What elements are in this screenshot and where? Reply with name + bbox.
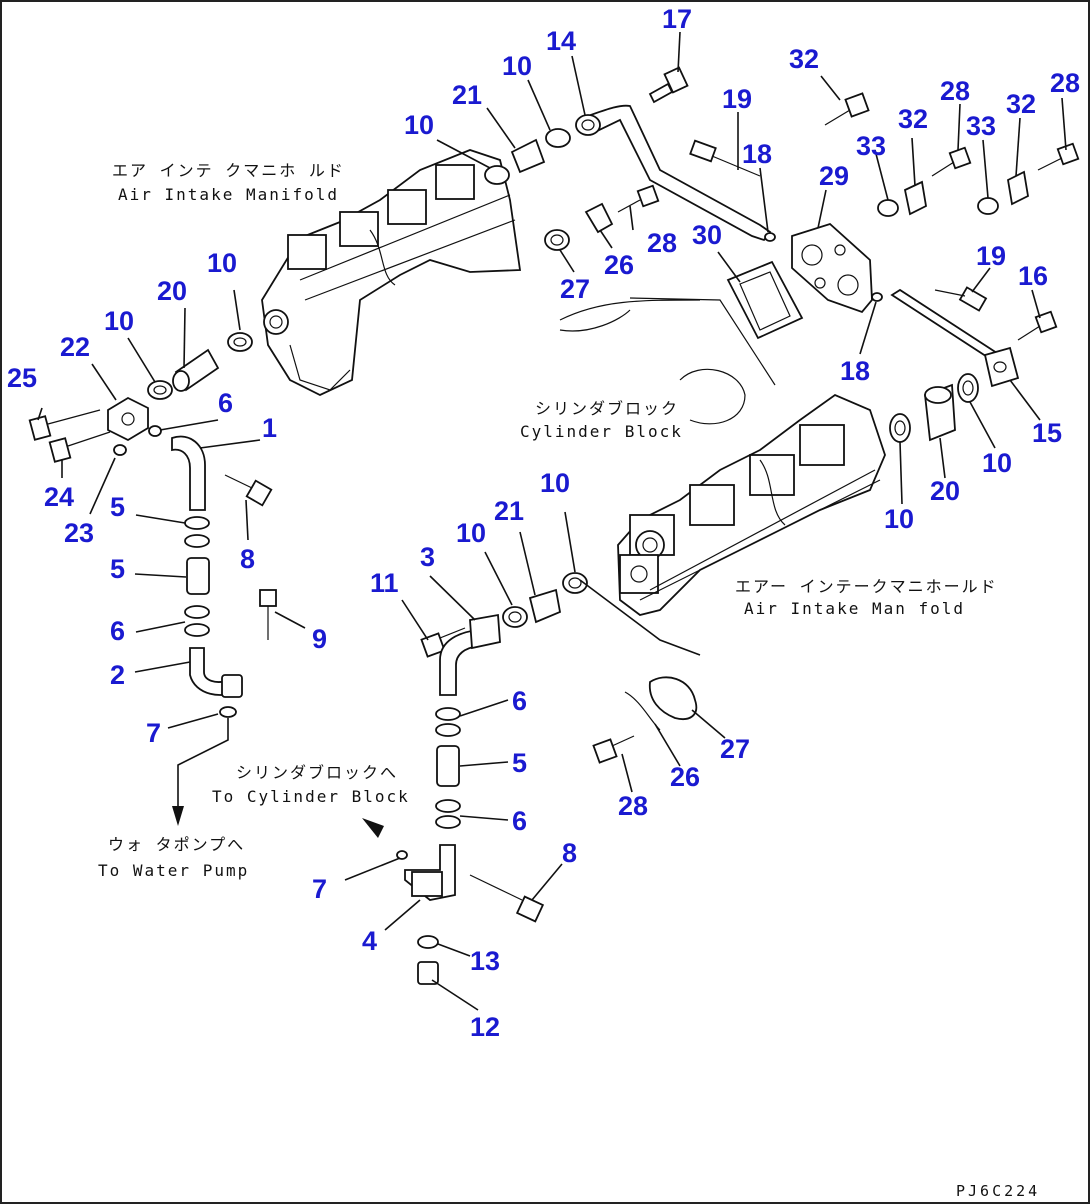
callout-7: 7	[312, 874, 327, 904]
callout-1: 1	[262, 413, 277, 443]
callout-9: 9	[312, 624, 327, 654]
callout-10: 10	[104, 306, 134, 336]
cylinder-block-sketch	[559, 297, 776, 425]
callout-6: 6	[110, 616, 125, 646]
callout-10: 10	[540, 468, 570, 498]
callout-5: 5	[110, 554, 125, 584]
callout-19: 19	[722, 84, 752, 114]
callout-10: 10	[982, 448, 1012, 478]
callout-19: 19	[976, 241, 1006, 271]
callout-8: 8	[240, 544, 255, 574]
callout-27: 27	[560, 274, 590, 304]
callout-12: 12	[470, 1012, 500, 1042]
callout-32: 32	[898, 104, 928, 134]
left-assembly	[28, 332, 277, 826]
callout-32: 32	[1006, 89, 1036, 119]
leader-lines	[37, 31, 1067, 1011]
to-water-pump-jp: ウォ タポンプへ	[108, 835, 245, 854]
callout-15: 15	[1032, 418, 1062, 448]
air-intake-manifold-right-jp: エアー インテークマニホールド	[735, 577, 998, 596]
text-labels: エア インテ クマニホ ルド Air Intake Manifold シリンダブ…	[98, 161, 1040, 1200]
callout-6: 6	[512, 806, 527, 836]
callout-5: 5	[512, 748, 527, 778]
callout-27: 27	[720, 734, 750, 764]
callout-23: 23	[64, 518, 94, 548]
callout-2: 2	[110, 660, 125, 690]
callout-21: 21	[452, 80, 482, 110]
drawing-code: PJ6C224	[956, 1182, 1040, 1200]
callout-6: 5	[110, 492, 125, 522]
callout-29: 29	[819, 161, 849, 191]
manifold-left	[261, 149, 522, 396]
callout-33: 33	[856, 131, 886, 161]
right-upper-assembly	[484, 92, 1080, 340]
center-assembly	[362, 572, 588, 985]
callout-18: 18	[840, 356, 870, 386]
right-pipe-assembly	[871, 286, 1058, 443]
callout-10: 10	[884, 504, 914, 534]
callout-24: 24	[44, 482, 74, 512]
callout-26: 26	[604, 250, 634, 280]
callout-numbers: 17 14 10 21 10 19 18 28 26 27 30 32 29 3…	[7, 4, 1080, 1042]
callout-33: 33	[966, 111, 996, 141]
callout-8: 8	[562, 838, 577, 868]
callout-28: 28	[940, 76, 970, 106]
callout-10: 10	[502, 51, 532, 81]
callout-10: 10	[207, 248, 237, 278]
callout-31: 32	[789, 44, 819, 74]
callout-13: 13	[470, 946, 500, 976]
callout-20: 20	[930, 476, 960, 506]
callout-3: 3	[420, 542, 435, 572]
callout-7: 6	[218, 388, 233, 418]
callout-10: 10	[404, 110, 434, 140]
cylinder-block-jp: シリンダブロック	[535, 399, 679, 418]
callout-28: 28	[618, 791, 648, 821]
callout-18: 18	[742, 139, 772, 169]
to-cylinder-block-jp: シリンダブロックへ	[236, 763, 398, 782]
air-intake-manifold-top-jp: エア インテ クマニホ ルド	[112, 161, 345, 180]
callout-16: 16	[1018, 261, 1048, 291]
right-center-assembly	[592, 676, 698, 764]
callout-20: 20	[157, 276, 187, 306]
callout-10: 10	[456, 518, 486, 548]
callout-17: 17	[662, 4, 692, 34]
callout-14: 14	[546, 26, 576, 56]
air-intake-manifold-right-en: Air Intake Man fold	[744, 599, 965, 618]
callout-28: 28	[1050, 68, 1080, 98]
manifold-right	[617, 393, 886, 616]
to-water-pump-en: To Water Pump	[98, 861, 249, 880]
cylinder-block-en: Cylinder Block	[520, 422, 683, 441]
callout-7: 7	[146, 718, 161, 748]
upper-coolant-pipe	[575, 66, 776, 242]
callout-28: 28	[647, 228, 677, 258]
callout-21: 21	[494, 496, 524, 526]
callout-26: 26	[670, 762, 700, 792]
callout-30: 30	[692, 220, 722, 250]
to-cylinder-block-en: To Cylinder Block	[212, 787, 410, 806]
callout-22: 22	[60, 332, 90, 362]
callout-6: 6	[512, 686, 527, 716]
callout-4: 4	[362, 926, 377, 956]
air-intake-manifold-top-en: Air Intake Manifold	[118, 185, 339, 204]
callout-25: 25	[7, 363, 37, 393]
callout-11: 11	[370, 568, 399, 598]
